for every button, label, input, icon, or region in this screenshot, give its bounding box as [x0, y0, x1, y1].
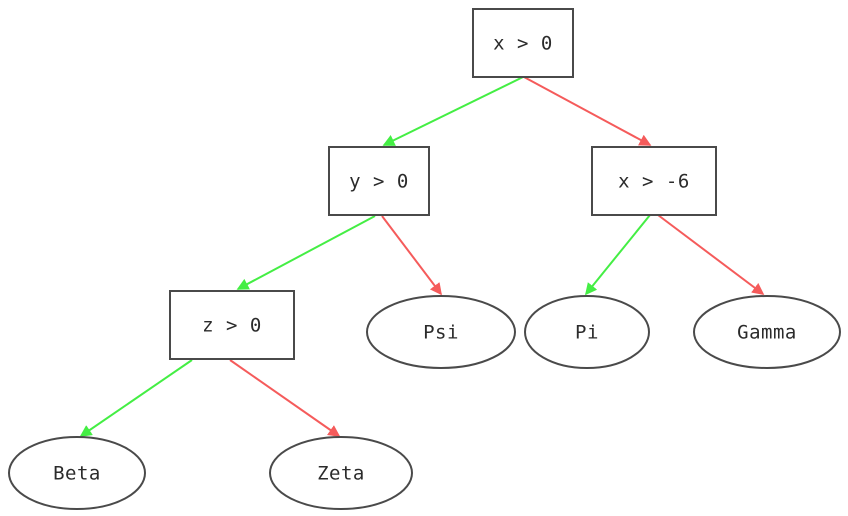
node-label-pi: Pi: [575, 322, 599, 344]
node-label-zeta: Zeta: [317, 463, 365, 485]
node-label-beta: Beta: [53, 463, 101, 485]
decision-rect-zgt0[interactable]: [169, 290, 295, 360]
node-label-xgtm6: x > -6: [618, 171, 690, 193]
leaf-ellipse-gamma[interactable]: [693, 295, 841, 369]
leaf-node-pi[interactable]: Pi: [524, 295, 650, 369]
leaf-node-gamma[interactable]: Gamma: [693, 295, 841, 369]
edge-zgt0-to-zeta-false: [229, 359, 341, 437]
edge-ygt0-to-zgt0-true: [236, 215, 376, 290]
node-label-psi: Psi: [423, 322, 459, 344]
edges-layer: [79, 76, 765, 437]
leaf-ellipse-zeta[interactable]: [269, 436, 413, 510]
node-label-gamma: Gamma: [737, 322, 797, 344]
edge-root-to-xgtm6-false: [523, 76, 652, 146]
edge-xgtm6-to-pi-true: [584, 214, 651, 296]
decision-rect-ygt0[interactable]: [328, 146, 430, 216]
leaf-node-zeta[interactable]: Zeta: [269, 436, 413, 510]
leaf-ellipse-pi[interactable]: [524, 295, 650, 369]
edge-root-to-ygt0-true: [382, 76, 524, 146]
node-label-zgt0: z > 0: [202, 315, 262, 337]
edge-ygt0-to-psi-false: [381, 215, 442, 296]
decision-node-zgt0[interactable]: z > 0: [169, 290, 295, 360]
decision-rect-root[interactable]: [472, 8, 574, 78]
leaf-node-psi[interactable]: Psi: [366, 295, 516, 369]
node-label-ygt0: y > 0: [349, 171, 409, 193]
edge-zgt0-to-beta-true: [79, 359, 193, 437]
edge-xgtm6-to-gamma-false: [657, 214, 765, 295]
decision-rect-xgtm6[interactable]: [591, 146, 717, 216]
node-label-root: x > 0: [493, 33, 553, 55]
decision-node-xgtm6[interactable]: x > -6: [591, 146, 717, 216]
leaf-ellipse-psi[interactable]: [366, 295, 516, 369]
leaf-ellipse-beta[interactable]: [8, 436, 146, 510]
leaf-node-beta[interactable]: Beta: [8, 436, 146, 510]
decision-node-ygt0[interactable]: y > 0: [328, 146, 430, 216]
decision-node-root[interactable]: x > 0: [472, 8, 574, 78]
